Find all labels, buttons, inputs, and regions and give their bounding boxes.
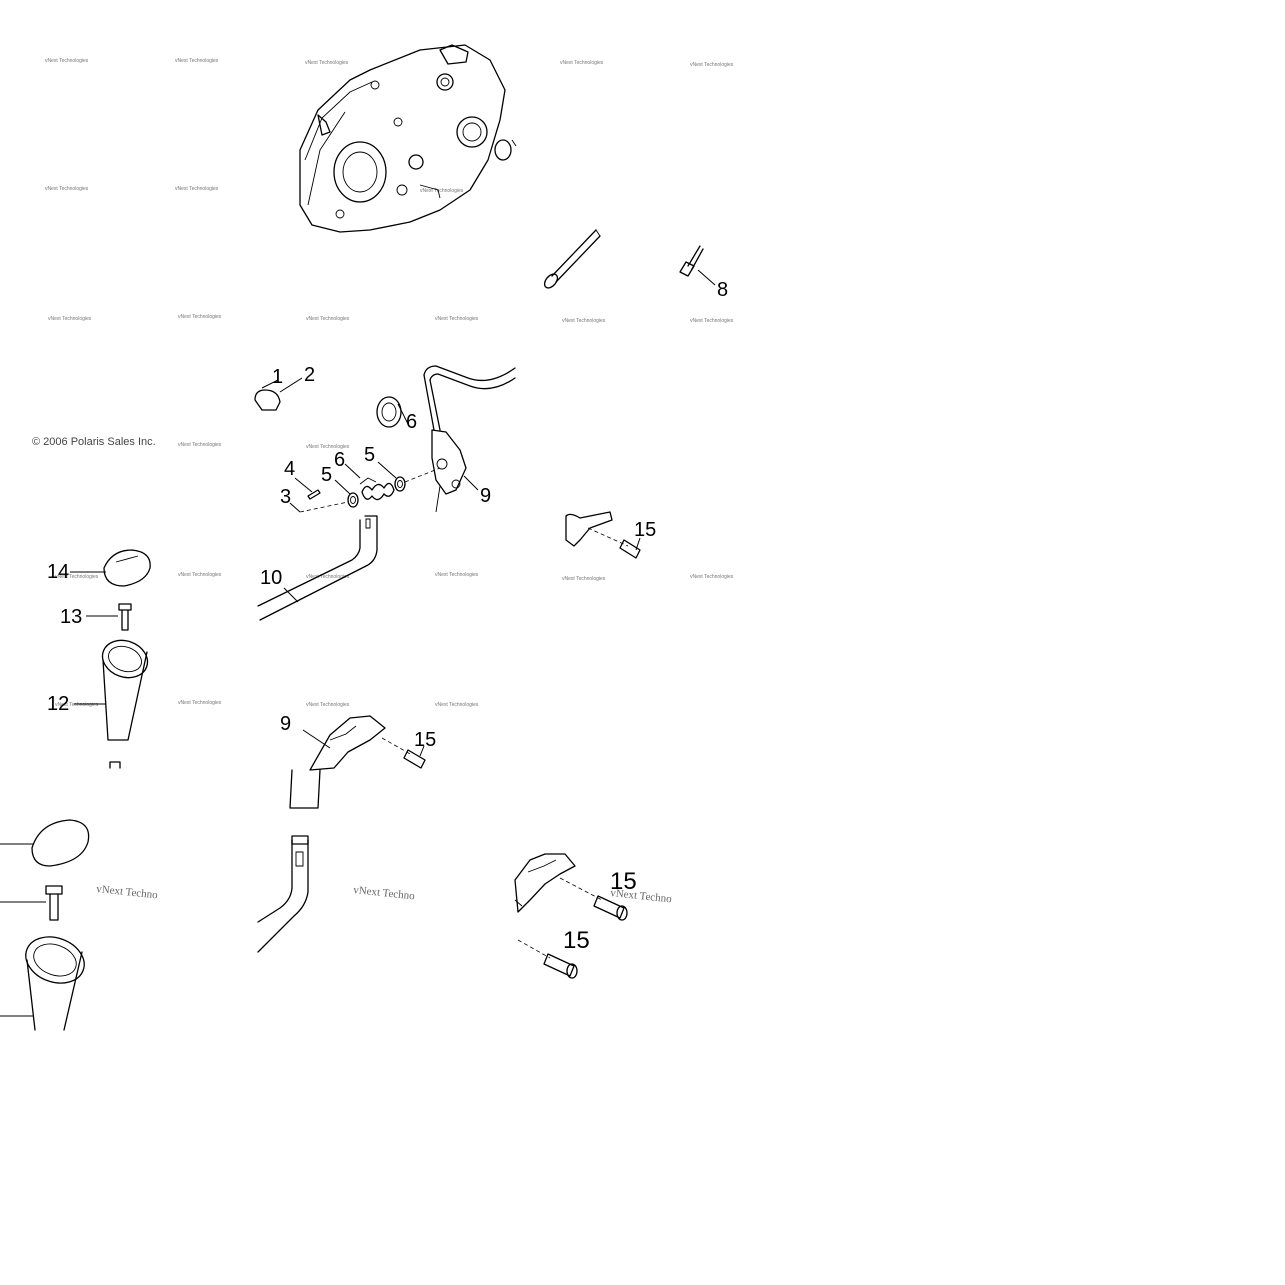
callout-2: 2	[304, 364, 315, 386]
watermark: vNext Technologies	[45, 186, 89, 192]
watermark: vNext Technologies	[690, 62, 734, 68]
watermark: vNext Technologies	[306, 444, 350, 450]
watermark: vNext Technologies	[435, 572, 479, 578]
callout-11: 10	[260, 567, 282, 589]
copyright-text: © 2006 Polaris Sales Inc.	[32, 436, 156, 448]
flange-bolt-icon	[86, 603, 132, 631]
watermark: vNext Technologies	[45, 58, 89, 64]
watermark: vNext Technologies	[690, 318, 734, 324]
callout-5: 5	[321, 464, 332, 486]
shift-knob-icon	[0, 819, 90, 867]
callout-8: 8	[717, 279, 728, 301]
watermark: vNext Technologies	[560, 60, 604, 66]
watermark-large: vNext Techno	[96, 883, 159, 901]
callout-1: 1	[272, 366, 283, 388]
callout-13: 13	[60, 606, 82, 628]
callout-15c: 15	[610, 868, 637, 895]
watermark-large: vNext Techno	[353, 884, 416, 902]
watermark: vNext Technologies	[178, 572, 222, 578]
watermark: vNext Technologies	[305, 60, 349, 66]
shift-knob-icon	[70, 549, 151, 587]
watermark: vNext Technologies	[178, 700, 222, 706]
watermark: vNext Technologies	[178, 314, 222, 320]
callout-14: 14	[47, 561, 69, 583]
callout-9: 9	[480, 485, 491, 507]
watermark: vNext Technologies	[562, 318, 606, 324]
callout-3: 3	[280, 486, 291, 508]
shift-arm-icon	[423, 365, 516, 513]
callout-6: 6	[334, 449, 345, 471]
watermark: vNext Technologies	[175, 58, 219, 64]
watermark: vNext Technologies	[306, 702, 350, 708]
watermark: vNext Technologies	[435, 316, 479, 322]
watermark-grid: vNext Technologies vNext Technologies vN…	[45, 58, 734, 708]
torsion-spring-icon	[344, 463, 395, 501]
shift-bracket-icon	[565, 511, 641, 559]
watermark: vNext Technologies	[48, 316, 92, 322]
watermark: vNext Technologies	[55, 702, 99, 708]
washer-icon	[334, 461, 406, 508]
watermark: vNext Technologies	[306, 574, 350, 580]
callout-15: 15	[634, 519, 656, 541]
watermark: vNext Technologies	[562, 576, 606, 582]
shift-boot-icon	[74, 639, 149, 769]
flange-bolt-icon	[0, 885, 63, 921]
shift-rod-icon	[257, 835, 309, 953]
watermark: vNext Technologies	[55, 574, 99, 580]
callout-4: 4	[284, 458, 295, 480]
shift-pin-icon	[543, 229, 601, 289]
callout-15b: 15	[414, 729, 436, 751]
callout-15d: 15	[563, 927, 590, 954]
bushing-icon	[376, 396, 409, 428]
shift-boot-icon	[0, 936, 85, 1031]
callout-12: 12	[47, 693, 69, 715]
shift-bracket-icon	[289, 715, 426, 809]
watermark: vNext Technologies	[690, 574, 734, 580]
shift-rod-icon	[257, 515, 378, 621]
flange-bolt-icon	[679, 245, 716, 286]
callout-7: 6	[406, 411, 417, 433]
callout-10: 9	[280, 713, 291, 735]
watermark: vNext Technologies	[175, 186, 219, 192]
cap-icon	[254, 377, 303, 411]
watermark: vNext Technologies	[306, 316, 350, 322]
watermark: vNext Technologies	[178, 442, 222, 448]
watermark: vNext Technologies	[435, 702, 479, 708]
callout-5b: 5	[364, 444, 375, 466]
shift-bracket-icon	[514, 853, 628, 979]
gear-case-cover-icon	[299, 44, 517, 233]
watermark: vNext Technologies	[420, 188, 464, 194]
watermark-large-group: vNext Techno vNext Techno vNext Techno	[96, 883, 673, 905]
